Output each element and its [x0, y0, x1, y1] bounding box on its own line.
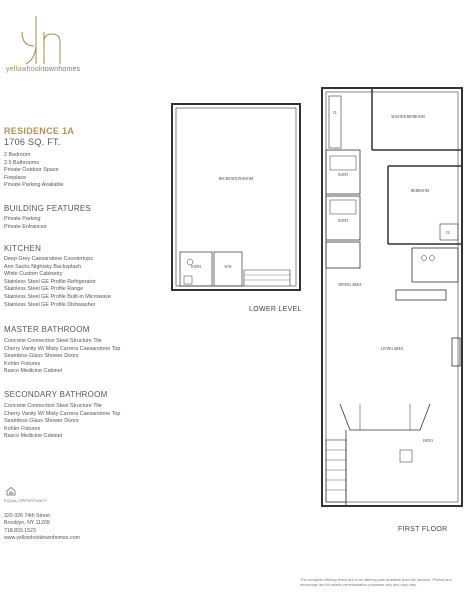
list-item: Fireplace — [4, 174, 27, 181]
master-closet-label: CL — [333, 111, 338, 115]
kitchen-heading: KITCHEN — [4, 244, 42, 253]
upper-bath-2-label: BATH — [338, 219, 348, 223]
bedroom-closet-label: CL — [446, 231, 451, 235]
brand-name-prefix: yellowhook — [6, 66, 43, 73]
brand-logo — [14, 14, 114, 66]
equal-housing-text: EQUAL OPPORTUNITY — [4, 498, 48, 503]
lower-wd-label: W/D — [225, 265, 232, 269]
secondary-bathroom-list: Concrete Connection Steel Structure Tile… — [4, 403, 120, 441]
list-item: Basco Medicine Cabinet — [4, 368, 63, 375]
lower-level-plan — [171, 103, 301, 291]
list-item: 2 Bedroom — [4, 152, 31, 158]
upper-bath-1-label: BATH — [338, 173, 348, 177]
list-item: Concrete Connection Steel Structure Tile — [4, 403, 102, 409]
first-floor-label: FIRST FLOOR — [398, 526, 448, 533]
brand-name-suffix: townhomes — [42, 66, 81, 73]
residence-details: 2 Bedroom 2.5 Bathrooms Private Outdoor … — [4, 152, 64, 190]
secondary-bathroom-heading: SECONDARY BATHROOM — [4, 390, 108, 399]
brand-name: yellowhooktownhomes — [6, 66, 80, 73]
residence-title: RESIDENCE 1A — [4, 126, 75, 136]
list-item: Private Parking — [4, 216, 41, 222]
list-item: Private Parking Available — [4, 182, 64, 189]
first-floor-plan — [321, 87, 463, 507]
kitchen-list: Deep Grey Caesarstone Countertops Ann Sa… — [4, 256, 111, 309]
list-item: Kohler Fixtures — [4, 425, 41, 432]
address-phone: 718.833.1523 — [4, 527, 36, 534]
list-item: Ann Sacks Nightsky Backsplash — [4, 263, 82, 270]
list-item: 2.5 Bathrooms — [4, 159, 40, 166]
address-block: 320-326 74th Street Brooklyn, NY 11209 7… — [4, 513, 80, 543]
master-bathroom-list: Concrete Connection Steel Structure Tile… — [4, 338, 120, 376]
list-item: Seamless Glass Shower Doors — [4, 418, 79, 425]
dining-area-label: DINING AREA — [338, 283, 362, 287]
patio-label: PATIO — [423, 439, 433, 443]
list-item: Cherry Vanity W/ Misty Carrera Caesarsto… — [4, 410, 121, 417]
address-city: Brooklyn, NY 11209 — [4, 520, 50, 527]
yh-logo-mark — [21, 16, 61, 65]
disclaimer: The complete offering terms are in an of… — [300, 578, 452, 587]
list-item: Deep Grey Caesarstone Countertops — [4, 256, 93, 262]
list-item: Private Outdoor Space — [4, 167, 59, 174]
master-bathroom-heading: MASTER BATHROOM — [4, 325, 90, 334]
list-item: Cherry Vanity W/ Misty Carrera Caesarsto… — [4, 345, 121, 352]
lower-level-label: LOWER LEVEL — [249, 306, 302, 313]
building-features-list: Private Parking Private Entrances — [4, 216, 47, 231]
list-item: Private Entrances — [4, 223, 47, 230]
list-item: Stainless Steel GE Profile Built-in Micr… — [4, 293, 111, 300]
list-item: Seamless Glass Shower Doors — [4, 353, 79, 360]
recreation-room-label: RECREATION ROOM — [219, 177, 254, 181]
list-item: Stainless Steel GE Profile Dishwasher — [4, 301, 96, 308]
list-item: Basco Medicine Cabinet — [4, 433, 63, 440]
list-item: White Custom Cabinetry — [4, 271, 63, 278]
living-area-label: LIVING AREA — [381, 347, 404, 351]
master-bedroom-label: MASTER BEDROOM — [391, 115, 425, 119]
equal-housing-icon — [6, 486, 16, 496]
list-item: Stainless Steel GE Profile Refrigerator — [4, 278, 96, 285]
residence-sqft: 1706 SQ. FT. — [4, 137, 61, 147]
bedroom-label: BEDROOM — [411, 189, 430, 193]
address-website[interactable]: www.yellowhooktownhomes.com — [4, 535, 80, 542]
list-item: Stainless Steel GE Profile Range — [4, 286, 84, 293]
lower-bath-label: BATH — [191, 265, 201, 269]
address-street: 320-326 74th Street — [4, 513, 50, 519]
building-features-heading: BUILDING FEATURES — [4, 204, 92, 213]
list-item: Kohler Fixtures — [4, 360, 41, 367]
list-item: Concrete Connection Steel Structure Tile — [4, 338, 102, 344]
